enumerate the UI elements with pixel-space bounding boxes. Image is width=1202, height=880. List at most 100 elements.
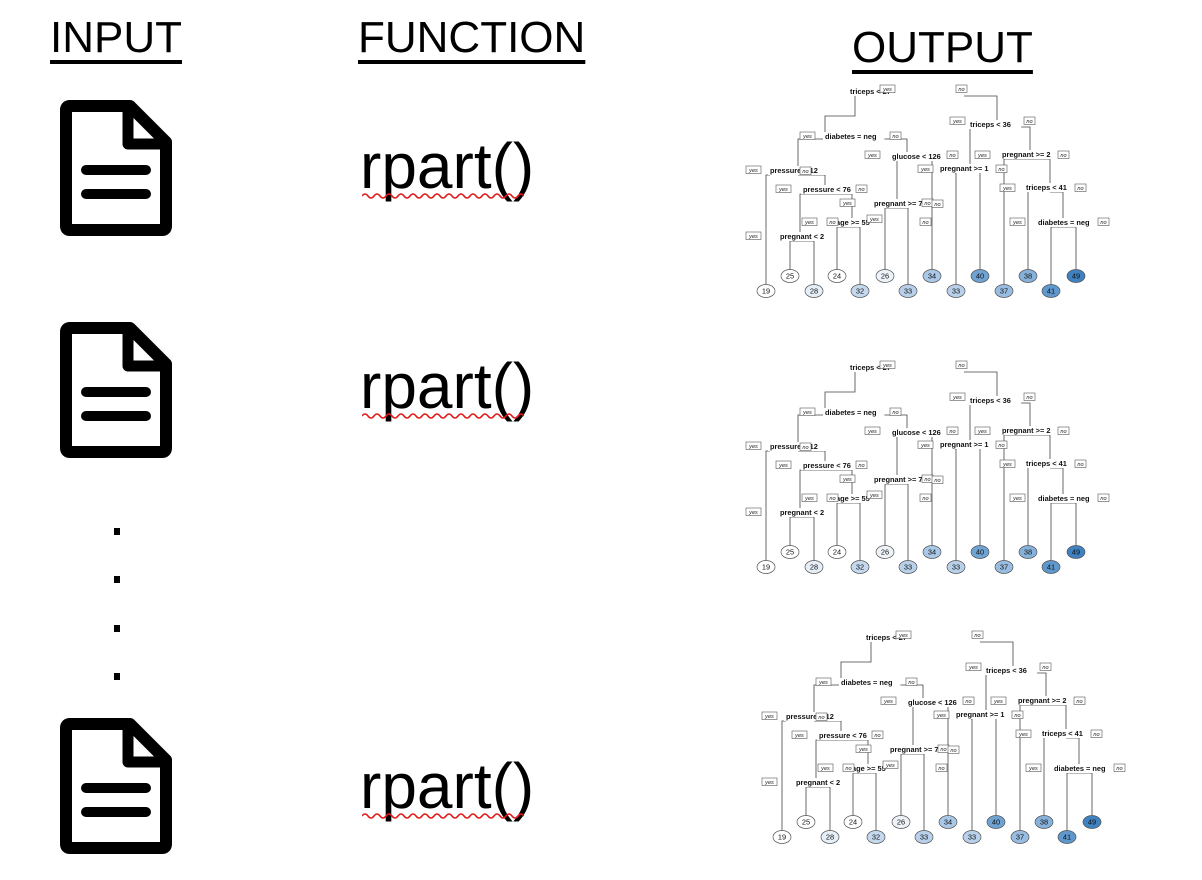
yes-box [839,198,856,207]
no-label: no [1026,395,1032,401]
leaf-label: 34 [944,818,952,827]
leaf-label: 40 [976,548,984,557]
split-label: triceps < 27 [850,363,891,372]
leaf-node [946,284,966,298]
tree-branch [971,718,973,831]
leaf-label: 33 [904,287,912,296]
tree-branch [852,502,861,561]
no-box [1073,696,1086,705]
tree-branch [1066,737,1080,765]
tree-branch [836,502,852,546]
yes-label: yes [748,444,758,450]
split-label: pregnant >= 7 [890,745,938,754]
document-icon [58,716,176,856]
spellcheck-squiggle [362,193,524,199]
split-label-bg [850,764,891,773]
split-label-bg [823,132,885,141]
split-label-bg [872,199,930,208]
yes-box [775,184,792,193]
leaf-node [994,560,1014,574]
yes-label: yes [858,747,868,753]
leaf-label: 33 [968,833,976,842]
leaf-node [891,815,911,829]
no-label: no [974,633,980,639]
function-label: rpart() [360,350,535,422]
tree-branch [964,95,998,121]
no-box [815,712,828,721]
yes-label: yes [778,463,788,469]
split-label-bg [794,778,848,787]
leaf-label: 49 [1072,272,1080,281]
yes-label: yes [869,493,879,499]
yes-box [864,426,881,435]
split-label: pregnant >= 1 [940,164,988,173]
split-label-bg [834,494,875,503]
tree-branch [836,226,852,270]
split-label-bg [984,666,1038,675]
leaf-node [1034,815,1054,829]
tree-branch [824,96,856,133]
split-label: age >= 55 [852,764,886,773]
spellcheck-squiggle [362,413,524,419]
split-label-bg [1052,764,1114,773]
no-label: no [818,715,824,721]
tree-branch [1013,672,1047,697]
tree-branch [1050,502,1063,561]
split-label-bg [834,218,875,227]
no-label: no [938,766,944,772]
split-label-bg [968,120,1022,129]
no-label: no [934,202,940,208]
no-box [826,493,839,502]
yes-box [999,459,1016,468]
leaf-label: 24 [833,272,841,281]
tree-branch [799,193,825,233]
split-label-bg [1024,459,1078,468]
yes-box [965,662,982,671]
yes-label: yes [952,395,962,401]
split-label-bg [1024,183,1078,192]
no-box [995,440,1008,449]
leaf-node [850,284,870,298]
split-label: pregnant >= 7 [874,475,922,484]
yes-label: yes [898,633,908,639]
no-box [1074,183,1087,192]
no-box [1090,729,1103,738]
no-box [889,131,902,140]
yes-label: yes [920,443,930,449]
yes-box [990,696,1007,705]
leaf-node [843,815,863,829]
no-box [871,730,884,739]
yes-box [761,711,778,720]
no-box [971,630,984,639]
no-box [1039,662,1052,671]
yes-box [761,777,778,786]
no-label: no [874,733,880,739]
function-label: rpart() [360,750,535,822]
tree-branch [840,642,872,679]
split-label: glucose < 126 [892,428,941,437]
tree-branch [980,641,1014,667]
no-box [946,426,959,435]
yes-box [866,490,883,499]
yes-box [799,407,816,416]
split-label-bg [938,164,996,173]
leaf-label: 34 [928,548,936,557]
split-label: pressure < 76 [819,731,867,740]
no-label: no [829,496,835,502]
yes-label: yes [883,699,893,705]
function-label: rpart() [360,130,535,202]
leaf-label: 34 [928,272,936,281]
tree-branch [955,172,957,285]
leaf-node [946,560,966,574]
document-icon [58,98,176,238]
no-box [1113,763,1126,772]
yes-label: yes [952,119,962,125]
no-box [946,150,959,159]
split-label: triceps < 36 [970,120,1011,129]
no-label: no [924,477,930,483]
leaf-label: 28 [826,833,834,842]
leaf-node [1066,545,1086,559]
